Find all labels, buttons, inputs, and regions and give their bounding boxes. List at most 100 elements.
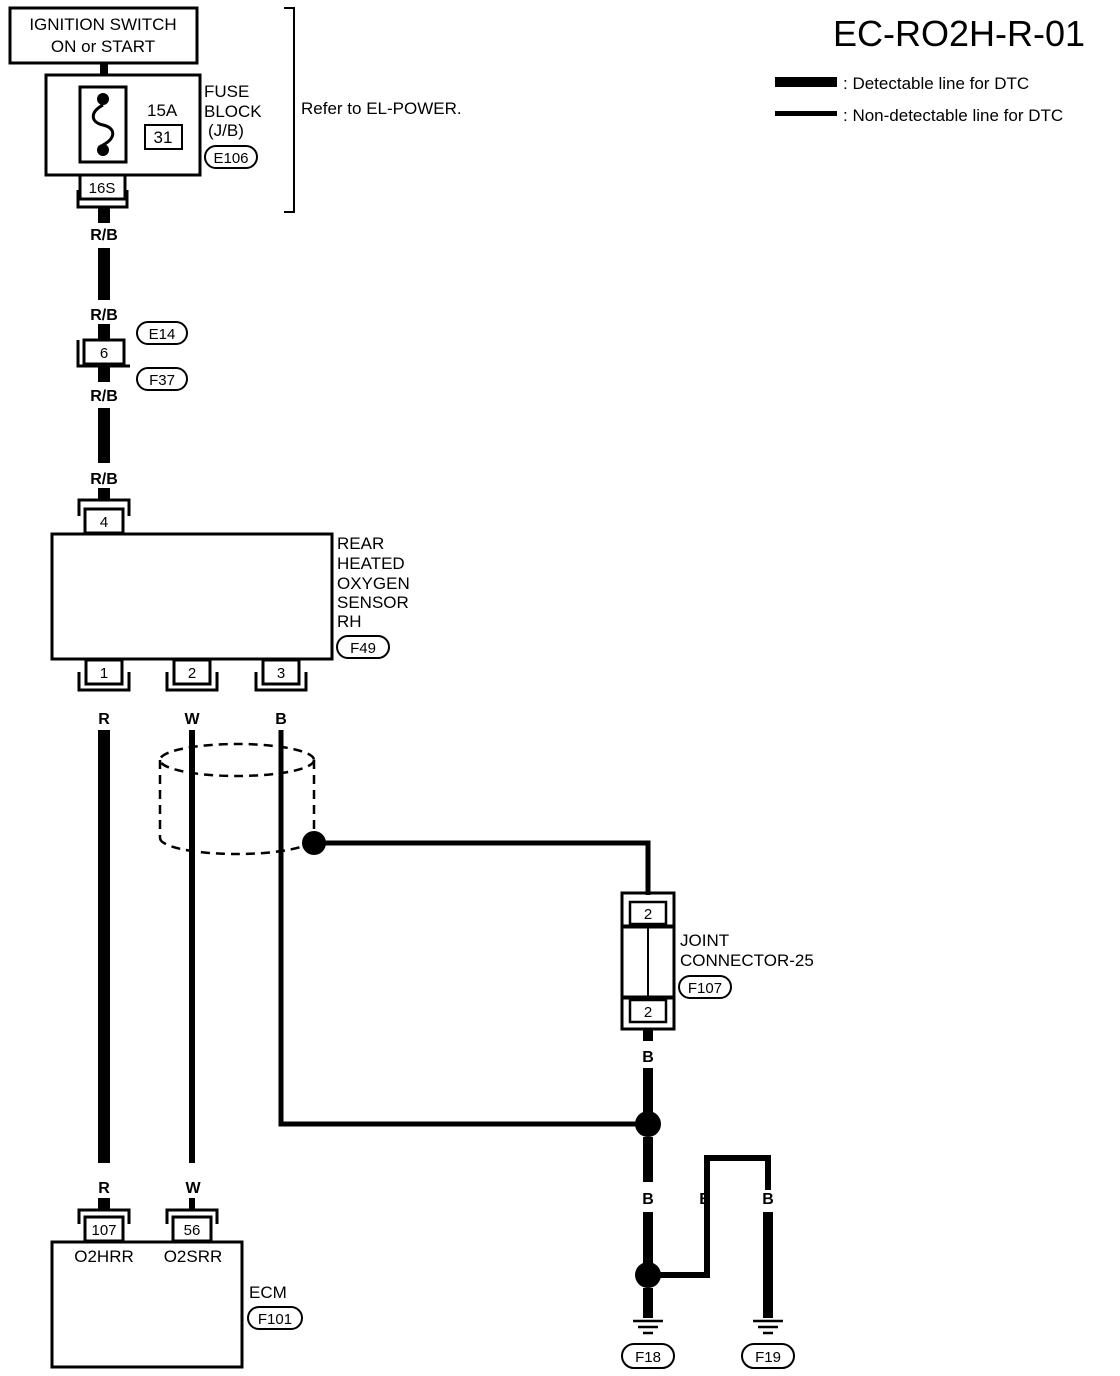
sensor-pin1-box	[84, 658, 124, 686]
sensor-pin2: 2	[188, 665, 196, 682]
sensor-name-4: SENSOR	[337, 593, 409, 612]
inline-connector-upper-badge	[136, 321, 188, 345]
wire-rb-2b	[98, 408, 110, 463]
splice-b-1	[635, 1111, 661, 1137]
joint-connector-name2: CONNECTOR-25	[680, 951, 814, 970]
wire-ground-f18	[643, 1288, 653, 1318]
wire-rb-2a	[98, 366, 110, 382]
wire-label-r-2: R	[98, 1180, 110, 1197]
sensor-pin1: 1	[100, 665, 108, 682]
diagram-title: EC-RO2H-R-01	[833, 13, 1085, 54]
inline-connector-bracket	[76, 340, 130, 368]
wire-b-joint-a	[643, 1029, 653, 1041]
sensor-name-1: REAR	[337, 534, 384, 553]
inline-connector-pin-box	[82, 338, 126, 366]
wire-label-b-1: B	[275, 711, 287, 728]
sensor-pin1-bracket	[77, 672, 131, 692]
wire-label-r-1: R	[98, 711, 110, 728]
wire-b-ground-jumper	[660, 1155, 771, 1278]
sensor-name-3: OXYGEN	[337, 574, 410, 593]
wire-b-sensor	[278, 730, 648, 1127]
joint-connector-name1: JOINT	[680, 931, 729, 950]
wire-label-b-5: B	[762, 1191, 774, 1208]
sensor-pin3: 3	[277, 665, 285, 682]
joint-connector-badge	[678, 975, 732, 999]
sensor-top-pin-bracket	[77, 498, 131, 516]
ignition-switch-line1: IGNITION SWITCH	[29, 15, 176, 34]
ground-f19: F19	[755, 1349, 781, 1366]
fuse-amp: 15A	[147, 101, 178, 120]
sensor-box	[50, 532, 334, 661]
ground-f18: F18	[635, 1349, 661, 1366]
wire-label-w-2: W	[185, 1180, 201, 1197]
wire-ground-f19	[763, 1212, 773, 1318]
wire-rb-2c	[98, 488, 110, 500]
wire-rb-1a	[98, 207, 110, 223]
wire-rb-1b	[98, 248, 110, 300]
fuse-block-name2: BLOCK	[204, 102, 262, 121]
ecm-connector: F101	[258, 1311, 292, 1328]
fuse-number: 31	[154, 128, 173, 147]
wire-rb-1c	[98, 324, 110, 342]
inline-connector-lower-badge	[136, 367, 188, 391]
ecm-signal2: O2SRR	[164, 1247, 223, 1266]
ground-f18-badge	[621, 1343, 675, 1369]
ecm-pin1-bracket	[77, 1208, 131, 1224]
power-bracket	[284, 7, 295, 213]
inline-connector-pin: 6	[100, 345, 108, 362]
wire-b-ground-a	[643, 1137, 653, 1182]
sensor-top-pin: 4	[100, 514, 108, 531]
fuse-block-pin-box	[78, 173, 127, 201]
sensor-name-2: HEATED	[337, 554, 405, 573]
fuse-housing	[78, 85, 128, 164]
sensor-name-5: RH	[337, 612, 362, 631]
inline-connector-upper: E14	[149, 326, 176, 343]
power-note: Refer to EL-POWER.	[301, 99, 462, 118]
ecm-name: ECM	[249, 1283, 287, 1302]
legend-non-detectable-swatch	[775, 111, 837, 116]
ecm-pin2-bracket	[165, 1208, 219, 1224]
ecm-connector-badge	[247, 1306, 303, 1330]
wire-label-rb-1: R/B	[90, 227, 118, 244]
wire-label-b-2: B	[642, 1049, 654, 1066]
shield-bottom	[158, 837, 316, 856]
sensor-connector: F49	[350, 640, 376, 657]
ecm-box	[50, 1240, 244, 1369]
wire-r-end	[98, 1198, 110, 1210]
ecm-signal1: O2HRR	[74, 1247, 134, 1266]
ignition-switch-line2: ON or START	[51, 37, 155, 56]
fuse-block-connector: E106	[213, 150, 248, 167]
wire-shield-drain	[314, 840, 651, 895]
ground-f19-badge	[741, 1343, 795, 1369]
joint-bottom-pin-box	[628, 998, 668, 1024]
fuse-block-name3: (J/B)	[208, 121, 244, 140]
wire-label-rb-2: R/B	[90, 307, 118, 324]
wire-r	[98, 730, 110, 1163]
legend-detectable-swatch	[775, 77, 837, 87]
joint-bottom-pin: 2	[644, 1004, 652, 1021]
shield-top	[158, 742, 316, 778]
inline-connector-lower: F37	[149, 372, 175, 389]
sensor-connector-badge	[336, 635, 390, 659]
fuse-terminal-bottom	[97, 144, 109, 156]
ecm-pin1: 107	[91, 1222, 116, 1239]
splice-b-2	[635, 1262, 661, 1288]
ecm-pin2: 56	[184, 1222, 201, 1239]
ground-f19-icon	[753, 1319, 783, 1335]
wire-label-rb-4: R/B	[90, 471, 118, 488]
wire-label-rb-3: R/B	[90, 388, 118, 405]
wire-ignition-fuse	[100, 63, 108, 75]
wire-label-w-1: W	[184, 711, 200, 728]
joint-top-pin: 2	[644, 906, 652, 923]
legend-detectable-label: : Detectable line for DTC	[843, 74, 1029, 93]
ground-f18-icon	[633, 1319, 663, 1335]
wire-label-b-4: B	[699, 1191, 711, 1208]
wire-b-joint-b	[643, 1068, 653, 1112]
wire-b-ground-b	[643, 1212, 653, 1264]
fuse-number-box	[144, 124, 183, 150]
legend-non-detectable-label: : Non-detectable line for DTC	[843, 106, 1063, 125]
sensor-pin3-box	[261, 658, 301, 686]
sensor-pin2-bracket	[165, 672, 219, 692]
joint-connector-ref: F107	[688, 980, 722, 997]
